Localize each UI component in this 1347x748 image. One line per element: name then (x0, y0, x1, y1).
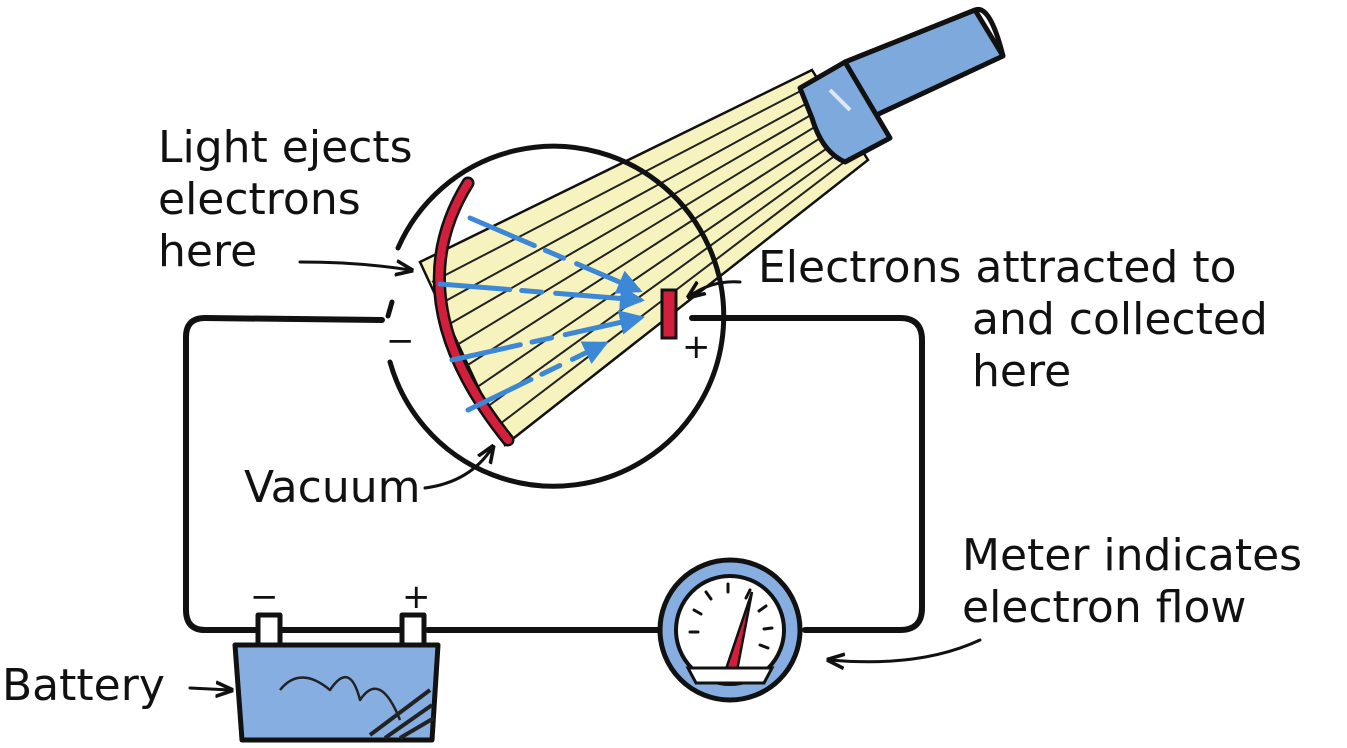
circuit-wire (183, 315, 925, 633)
flashlight-icon (797, 6, 1006, 165)
label-light-ejects-line-1: Light ejects (158, 122, 413, 173)
label-electrons-attracted-line-3: here (972, 346, 1072, 397)
label-electrons-attracted-line-2: and collected (972, 294, 1268, 345)
label-electrons-attracted-line-1: Electrons attracted to (758, 242, 1237, 293)
label-meter-line-1: Meter indicates (962, 530, 1303, 581)
label-light-ejects: Light ejects electrons here (158, 122, 413, 278)
pointer-arrows (188, 262, 982, 690)
label-battery: Battery (2, 660, 165, 712)
battery-icon (232, 612, 441, 743)
label-light-ejects-line-2: electrons (158, 174, 361, 225)
label-vacuum: Vacuum (244, 462, 420, 514)
label-battery-text: Battery (2, 660, 165, 711)
label-light-ejects-line-3: here (158, 226, 258, 277)
label-meter-line-2: electron flow (962, 582, 1247, 633)
label-electrons-attracted: Electrons attracted to and collected her… (758, 242, 1268, 398)
tube-plus-sign: + (682, 327, 711, 367)
anode-collector (660, 288, 678, 340)
battery-minus-sign: − (250, 577, 279, 617)
label-meter: Meter indicates electron flow (962, 530, 1302, 634)
vacuum-tube (385, 143, 727, 489)
label-vacuum-text: Vacuum (244, 462, 421, 513)
battery-plus-sign: + (402, 577, 431, 617)
tube-minus-sign: − (386, 321, 415, 361)
electron-arrows (437, 215, 645, 413)
meter-gauge-icon (657, 557, 803, 703)
